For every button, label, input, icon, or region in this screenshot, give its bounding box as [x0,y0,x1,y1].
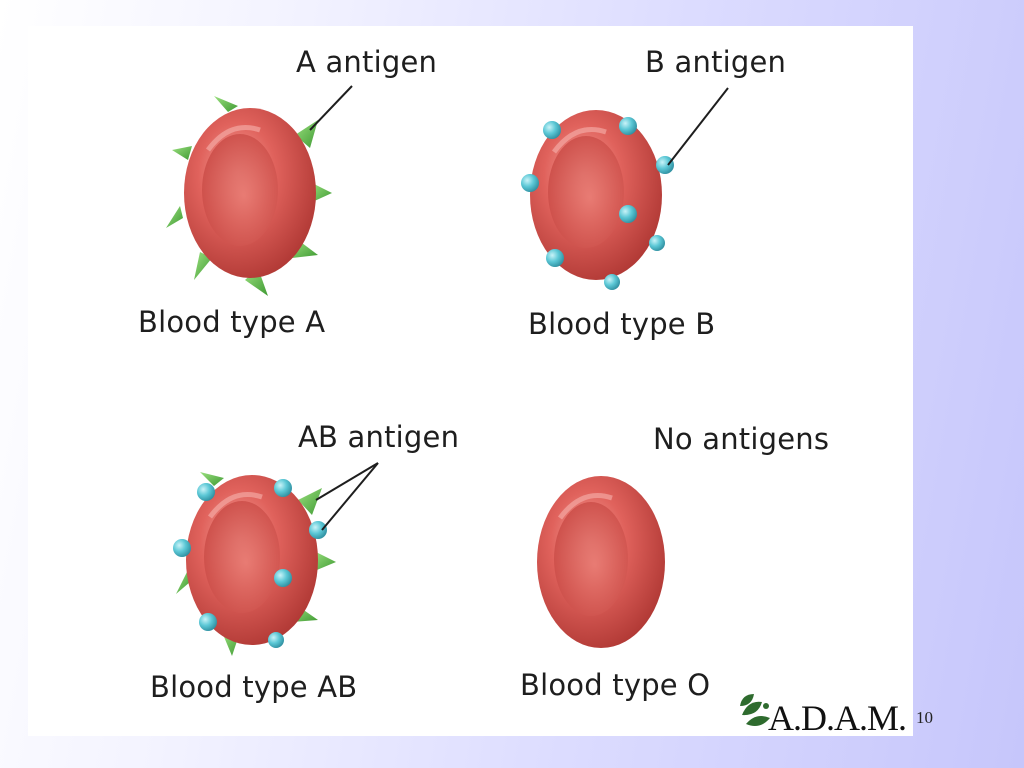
leaf-icon [740,694,770,726]
leader-line-a-antigen [309,85,353,131]
cell-type-a [166,96,332,296]
cell-type-ab [173,472,336,656]
leader-line-ab-antigen-spike [315,462,379,501]
cell-type-o [537,476,665,648]
slide-number: 10 [916,708,933,727]
label-blood-type-a: Blood type A [138,305,326,339]
diagram-panel [28,26,913,736]
adam-logo: A.D.A.M. [740,694,907,738]
label-blood-type-o: Blood type O [520,668,711,702]
b-antigen-balls [521,117,674,290]
ab-antigen-balls [173,479,327,648]
label-b-antigen: B antigen [645,45,787,79]
label-no-antigens: No antigens [653,422,830,456]
label-ab-antigen: AB antigen [298,420,460,454]
cell-type-b [521,110,674,290]
leader-line-ab-antigen-ball [321,462,379,531]
adam-logo-text: A.D.A.M. [768,698,906,738]
leader-line-b-antigen [667,87,729,166]
label-a-antigen: A antigen [296,45,438,79]
label-blood-type-ab: Blood type AB [150,670,358,704]
leader-lines [309,85,729,531]
label-blood-type-b: Blood type B [528,307,716,341]
